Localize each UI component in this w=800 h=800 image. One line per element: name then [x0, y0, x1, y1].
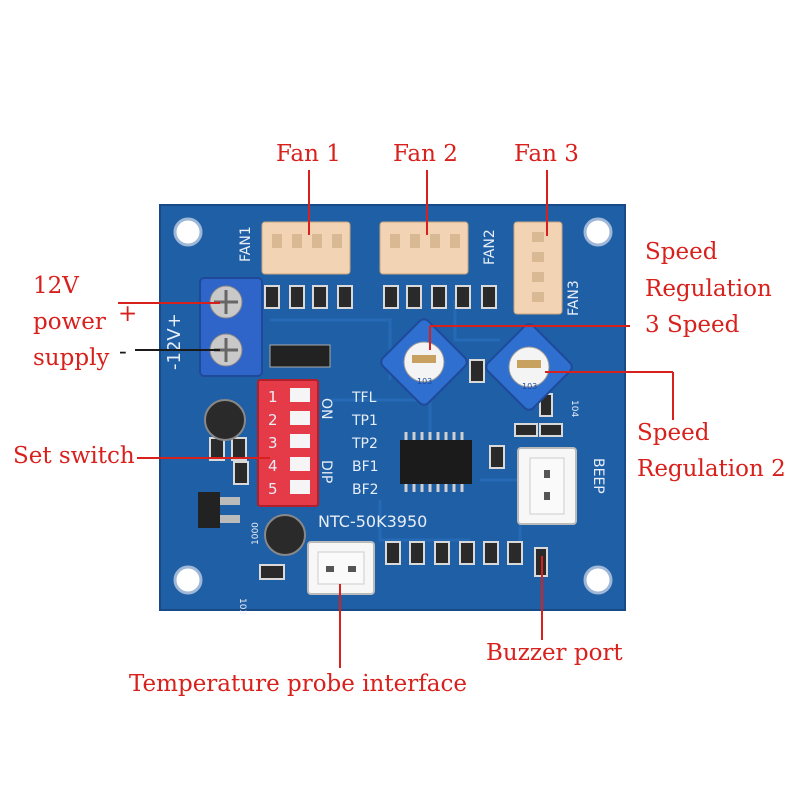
silk-fan2: FAN2 [482, 229, 498, 265]
power-label-line2: power [33, 309, 106, 335]
silk-dip-on: ON [318, 398, 334, 420]
speed-regulation-label-line1: Speed [645, 239, 718, 265]
speed-regulation-label-line2: Regulation [645, 276, 772, 302]
silk-dip-num-2: 2 [268, 411, 278, 429]
speed-regulation2-label-line2: Regulation 2 [637, 456, 786, 482]
fan2-connector [379, 221, 469, 275]
smd-components [209, 285, 563, 580]
silk-dip-label-2: TP1 [351, 413, 378, 429]
power-label-line1: 12V [33, 273, 79, 299]
terminal-block [199, 277, 263, 377]
fan1-label: Fan 1 [276, 141, 341, 167]
buzzer-connector [517, 447, 577, 525]
callout-lines [118, 170, 674, 668]
silk-104: 104 [569, 400, 579, 417]
silk-dip-num-3: 3 [268, 434, 278, 452]
speed-regulation2-label-line1: Speed [637, 420, 710, 446]
silk-dip-label-4: BF1 [352, 459, 379, 475]
silk-1000: 1000 [251, 522, 261, 545]
fan3-label: Fan 3 [514, 141, 579, 167]
temperature-probe-label: Temperature probe interface [129, 671, 467, 697]
dip-switch [257, 379, 319, 507]
power-label-line3: supply [33, 345, 110, 371]
silk-dip-num-1: 1 [268, 388, 278, 406]
fan3-connector [513, 221, 563, 315]
silk-dip-num-5: 5 [268, 480, 278, 498]
fan1-connector [261, 221, 351, 275]
silk-fan1: FAN1 [238, 226, 254, 262]
silk-fan3: FAN3 [566, 280, 582, 316]
silk-ntc: NTC-50K3950 [318, 512, 427, 531]
fan2-label: Fan 2 [393, 141, 458, 167]
silk-dip-label-3: TP2 [351, 436, 378, 452]
voltage-regulator [198, 492, 240, 528]
speed3-label: 3 Speed [645, 312, 740, 338]
silk-power: -12V+ [164, 313, 185, 370]
silk-103: 103 [237, 598, 247, 615]
mounting-holes [173, 217, 613, 595]
power-plus-label: + [118, 301, 138, 327]
power-minus-label: - [119, 339, 127, 365]
silk-dip-label-1: TFL [351, 390, 377, 406]
temp-probe-connector [307, 541, 375, 595]
diode [269, 344, 331, 368]
buzzer-port-label: Buzzer port [486, 640, 623, 666]
potentiometer-1 [380, 318, 468, 406]
silk-pot2: 103 [522, 382, 537, 391]
silk-dip-label-5: BF2 [352, 482, 379, 498]
silk-beep: BEEP [590, 458, 606, 494]
set-switch-label: Set switch [13, 443, 135, 469]
silk-dip-num-4: 4 [268, 457, 278, 475]
ic-chip [400, 432, 472, 492]
potentiometer-2 [485, 323, 573, 411]
silk-pot1: 103 [417, 377, 432, 386]
silk-dip-dip: DIP [318, 460, 334, 483]
capacitors [204, 399, 306, 556]
